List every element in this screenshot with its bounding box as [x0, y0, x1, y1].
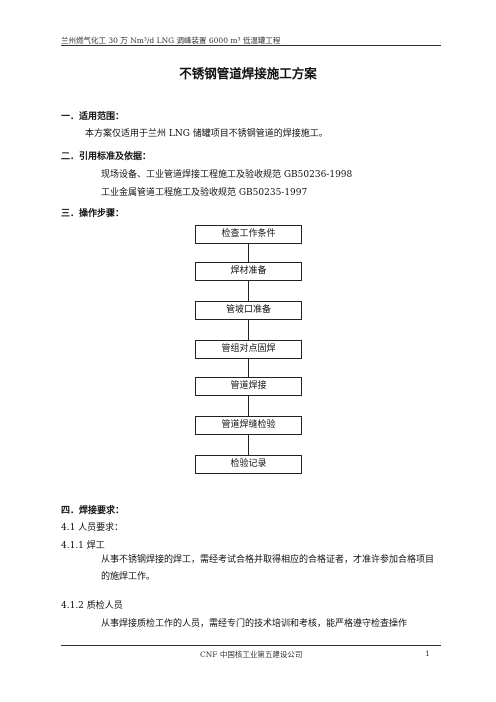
section-2-title: 二．引用标准及依据：: [61, 152, 152, 162]
flow-step-box: 焊材准备: [195, 262, 302, 281]
section-1-title: 一．适用范围：: [61, 112, 125, 122]
subsection-4-1: 4.1 人员要求：: [61, 523, 124, 533]
subsection-4-1-1: 4.1.1 焊工: [61, 541, 105, 551]
footer-rule: [61, 645, 441, 646]
section-3-title: 三．操作步骤：: [61, 209, 125, 219]
flow-step-box: 检查工作条件: [195, 225, 302, 244]
standard-item: 工业金属管道工程施工及验收规范 GB50235-1997: [101, 188, 308, 198]
flow-arrow: [248, 244, 249, 262]
header-rule: [61, 45, 441, 46]
page-number: 1: [425, 649, 430, 658]
welder-requirement-text: 从事不锈钢焊接的焊工，需经考试合格并取得相应的合格证者，才准许参加合格项目的施焊…: [101, 555, 435, 582]
page-header: 兰州燃气化工 30 万 Nm³/d LNG 调峰装置 6000 m³ 低温罐工程: [61, 36, 281, 45]
flow-arrow: [248, 396, 249, 416]
flow-step-box: 检验记录: [195, 455, 302, 474]
flow-step-box: 管坡口准备: [195, 301, 302, 320]
section-1-text: 本方案仅适用于兰州 LNG 储罐项目不锈钢管道的焊接施工。: [85, 129, 328, 139]
standard-item: 现场设备、工业管道焊接工程施工及验收规范 GB50236-1998: [101, 170, 353, 180]
footer-company: CNF 中国核工业第五建设公司: [200, 650, 303, 659]
flow-arrow: [248, 281, 249, 301]
flow-arrow: [248, 320, 249, 340]
section-4-title: 四．焊接要求：: [61, 506, 125, 516]
subsection-4-1-2: 4.1.2 质检人员: [61, 601, 123, 611]
flow-step-box: 管组对点固焊: [195, 340, 302, 359]
document-title: 不锈钢管道焊接施工方案: [179, 66, 317, 81]
flow-step-box: 管道焊缝检验: [195, 416, 302, 435]
inspector-requirement-text: 从事焊接质检工作的人员，需经专门的技术培训和考核，能严格遵守检查操作: [101, 619, 408, 629]
flow-step-box: 管道焊接: [195, 377, 302, 396]
flow-arrow: [248, 435, 249, 455]
flow-arrow: [248, 359, 249, 377]
